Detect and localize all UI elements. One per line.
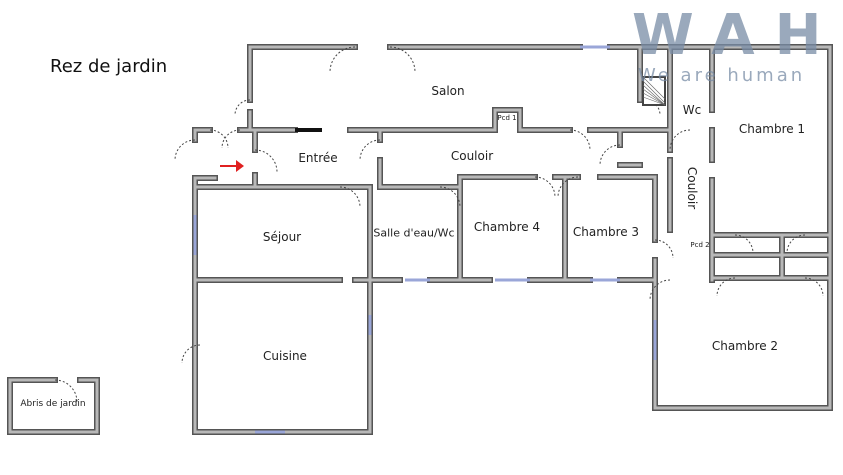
- room-label-salon: Salon: [431, 84, 465, 98]
- door-swing-arc: [339, 186, 361, 208]
- door-swing-arc: [439, 186, 461, 208]
- door-swing-arc: [557, 176, 579, 198]
- hatch: [642, 76, 666, 100]
- door-swing-arc: [654, 239, 674, 259]
- door-swing-arc: [359, 139, 381, 161]
- watermark-logo: WAH: [632, 3, 842, 68]
- room-label-salle-eau: Salle d'eau/Wc: [373, 226, 455, 240]
- room-label-couloir-vertical: Couloir: [685, 166, 699, 210]
- door-swing-arc: [254, 149, 278, 173]
- chimney: [642, 76, 666, 106]
- door-swing-arc: [649, 279, 671, 301]
- door-swing-arc: [329, 46, 356, 73]
- watermark-tagline: We are human: [638, 65, 806, 86]
- room-label-couloir: Couloir: [450, 149, 494, 163]
- door-swing-arc: [209, 129, 229, 149]
- door-swing-arc: [804, 277, 824, 297]
- hatch: [642, 80, 666, 104]
- room-label-chambre-4: Chambre 4: [473, 220, 541, 234]
- room-label-pcd-2: Pcd 2: [690, 241, 710, 249]
- room-label-pcd-1: Pcd 1: [497, 114, 517, 122]
- hatch: [642, 84, 666, 106]
- door-swing-arc: [669, 129, 691, 151]
- door-swing-arc: [54, 379, 78, 403]
- door-swing-arc: [389, 46, 416, 73]
- hatch: [642, 88, 666, 106]
- entry-arrow-icon: [220, 160, 244, 172]
- room-label-chambre-2: Chambre 2: [711, 339, 779, 353]
- door-swing-arc: [534, 176, 556, 198]
- door-swing-arc: [716, 277, 736, 297]
- room-label-chambre-1: Chambre 1: [738, 122, 806, 136]
- plan-title: Rez de jardin: [50, 56, 168, 77]
- door-swing-arc: [174, 139, 196, 161]
- hatch: [642, 92, 666, 106]
- door-swing-arc: [234, 99, 251, 116]
- room-label-chambre-3: Chambre 3: [572, 225, 640, 239]
- door-swing-arc: [786, 234, 806, 254]
- door-swing-arc: [181, 344, 201, 364]
- room-label-abris-de-jardin: Abris de jardin: [20, 399, 86, 409]
- hatch: [642, 96, 666, 106]
- room-label-wc: Wc: [682, 103, 702, 117]
- door-swing-arc: [221, 129, 241, 149]
- door-swing-arc: [644, 99, 661, 116]
- room-label-entree: Entrée: [298, 151, 338, 165]
- room-label-sejour: Séjour: [262, 230, 302, 244]
- door-swing-arc: [569, 129, 591, 151]
- room-label-cuisine: Cuisine: [263, 349, 307, 363]
- door-swing-arc: [599, 144, 621, 166]
- door-swing-arc: [734, 234, 754, 254]
